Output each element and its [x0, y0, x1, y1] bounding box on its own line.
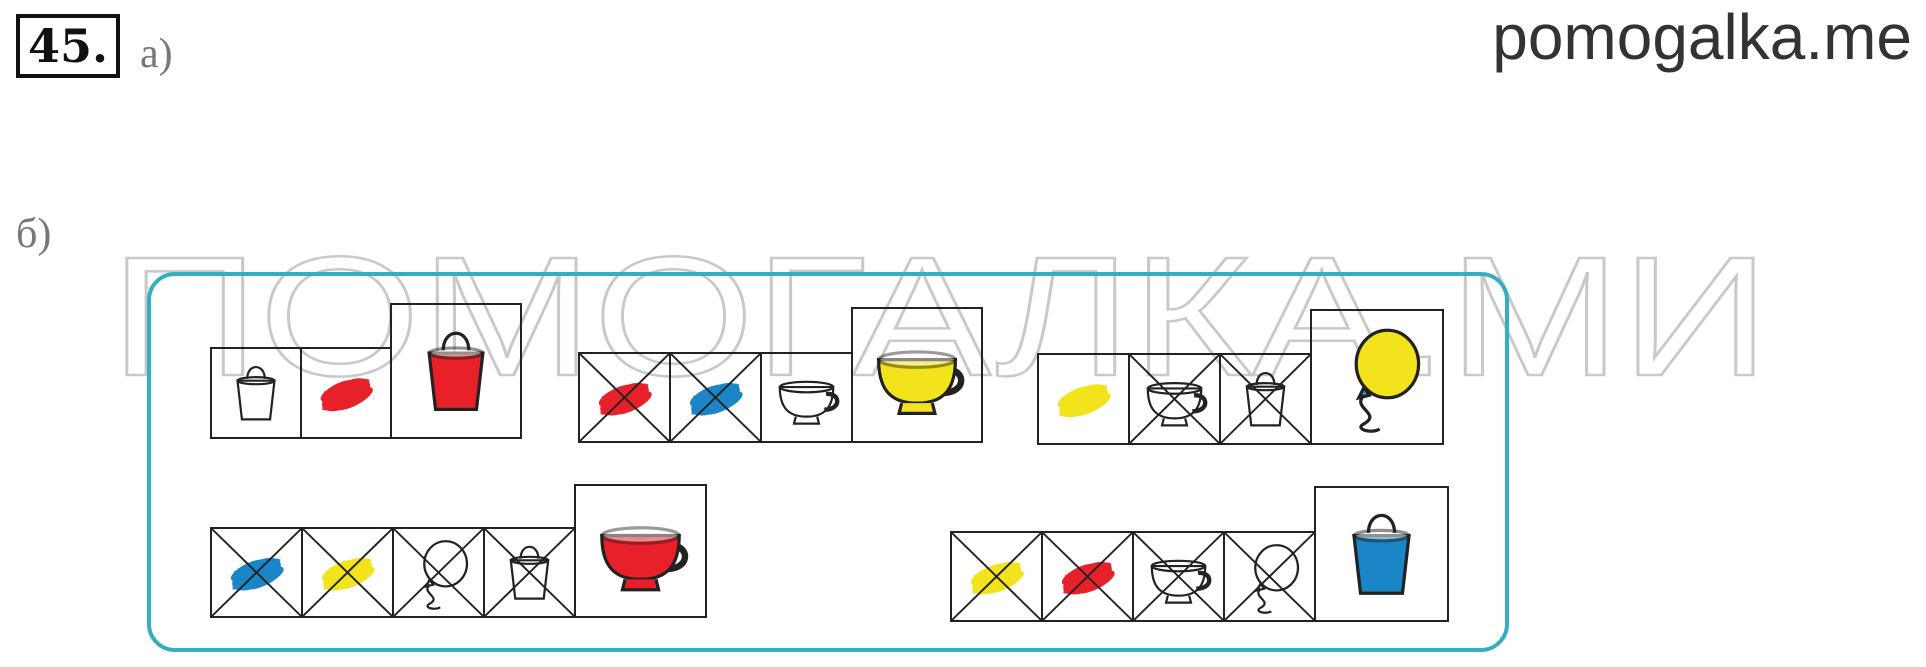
cross-mark	[1133, 532, 1224, 621]
cross-mark	[1042, 532, 1133, 621]
cross-mark	[1220, 354, 1311, 444]
cross-mark	[579, 353, 670, 442]
clue-cell	[301, 527, 394, 618]
part-b-label: б)	[16, 211, 52, 257]
cross-mark	[211, 528, 302, 617]
cross-mark	[302, 528, 393, 617]
blue-swatch-icon	[230, 557, 284, 591]
yellow-cup-icon	[876, 350, 965, 415]
answer-cell	[1314, 486, 1449, 622]
cup-outline-icon	[1146, 382, 1208, 427]
clue-cell	[669, 352, 762, 443]
cross-mark	[951, 532, 1042, 621]
puzzle-panel	[147, 272, 1509, 652]
task-number: 45.	[16, 14, 120, 78]
red-swatch-icon	[598, 382, 652, 416]
blue-swatch-icon	[689, 382, 743, 416]
red-swatch-icon	[320, 378, 373, 412]
answer-cell	[390, 303, 522, 439]
clue-cell	[1041, 531, 1134, 622]
yellow-swatch-icon	[1057, 384, 1111, 418]
yellow-swatch-icon	[321, 557, 375, 591]
cup-outline-icon	[1150, 559, 1212, 604]
clue-cell	[210, 527, 303, 618]
bucket-outline-icon	[236, 365, 276, 421]
bucket-outline-icon	[1245, 371, 1286, 427]
site-name: pomogalka.me	[1492, 1, 1912, 73]
clue-cell	[1219, 353, 1312, 445]
clue-cell	[1037, 353, 1130, 445]
cross-mark	[670, 353, 761, 442]
clue-cell	[1132, 531, 1225, 622]
yellow-swatch-icon	[970, 561, 1024, 595]
cross-mark	[1129, 354, 1220, 444]
clue-cell	[300, 347, 392, 439]
clue-cell	[392, 527, 485, 618]
answer-cell	[851, 307, 983, 443]
cup-outline-icon	[778, 380, 840, 425]
clue-cell	[950, 531, 1043, 622]
cross-mark	[393, 528, 484, 617]
answer-cell	[574, 484, 707, 618]
clue-cell	[1128, 353, 1221, 445]
bucket-outline-icon	[509, 545, 550, 600]
cross-mark	[1224, 532, 1315, 621]
cross-mark	[484, 528, 575, 617]
part-a-label: а)	[140, 31, 173, 77]
red-bucket-icon	[427, 331, 485, 411]
yellow-balloon-icon	[1354, 328, 1421, 433]
clue-cell	[578, 352, 671, 443]
clue-cell	[210, 347, 302, 439]
clue-cell	[1223, 531, 1316, 622]
answer-cell	[1310, 309, 1444, 445]
red-cup-icon	[600, 526, 689, 592]
clue-cell	[483, 527, 576, 618]
red-swatch-icon	[1061, 561, 1115, 595]
blue-bucket-icon	[1352, 513, 1411, 595]
clue-cell	[760, 352, 853, 443]
